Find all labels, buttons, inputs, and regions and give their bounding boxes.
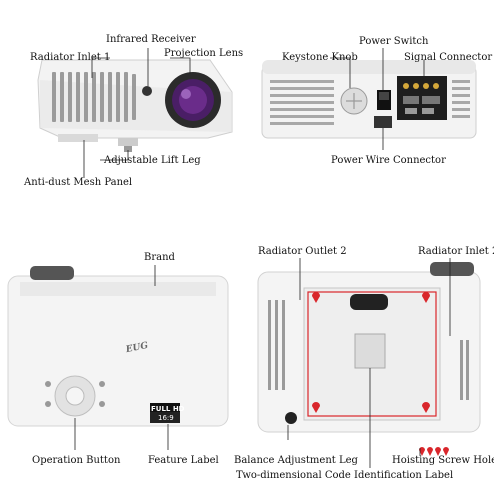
power-switch-label: Power Switch <box>359 36 429 47</box>
infrared-receiver-label: Infrared Receiver <box>106 34 196 45</box>
radiator-grille <box>52 72 136 122</box>
brand-label: Brand <box>144 252 175 263</box>
screw-hole-markers <box>312 292 449 456</box>
code-identification-label: Two-dimensional Code Identification Labe… <box>236 470 454 481</box>
radiator-inlet-2-label: Radiator Inlet 2 <box>418 246 494 257</box>
feature-label-label: Feature Label <box>148 455 219 466</box>
power-wire-connector-label: Power Wire Connector <box>331 155 446 166</box>
adjustable-lift-leg-label: Adjustable Lift Leg <box>104 155 201 166</box>
projection-lens-label: Projection Lens <box>164 48 244 59</box>
keystone-knob-label: Keystone Knob <box>282 52 358 63</box>
balance-adjustment-leg-label: Balance Adjustment Leg <box>234 455 358 466</box>
radiator-inlet-1-label: Radiator Inlet 1 <box>30 52 111 63</box>
badge-line1: FULL HD <box>151 405 185 413</box>
anti-dust-mesh-panel-label: Anti-dust Mesh Panel <box>24 177 133 188</box>
hoisting-screw-holes-label: Hoisting Screw Holes <box>392 455 494 466</box>
radiator-outlet-2-label: Radiator Outlet 2 <box>258 246 347 257</box>
signal-connector-label: Signal Connector <box>404 52 493 63</box>
operation-button-label: Operation Button <box>32 455 121 466</box>
badge-line2: 16:9 <box>158 414 174 422</box>
